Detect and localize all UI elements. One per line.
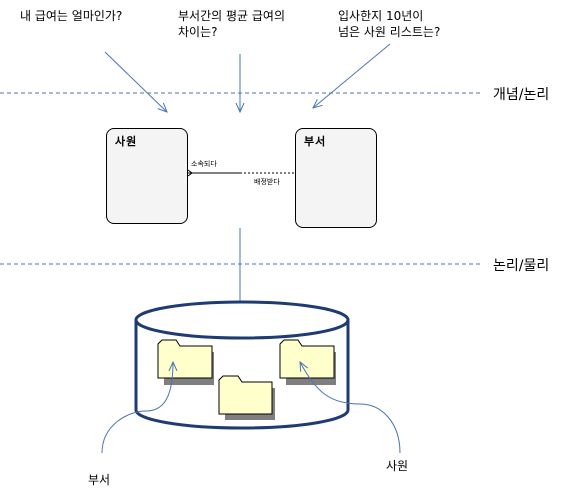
question-line: 넘은 사원 리스트는? — [338, 25, 441, 39]
relationship-crowfoot — [187, 169, 193, 177]
relationship-label-department-side: 배정받다 — [254, 178, 280, 186]
entity-department: 부서 — [295, 128, 377, 228]
question-line: 차이는? — [178, 25, 218, 39]
question-10-year-employees: 입사한지 10년이 넘은 사원 리스트는? — [338, 8, 440, 40]
physical-label-employee: 사원 — [386, 459, 409, 473]
folder-icon-employee — [279, 339, 336, 385]
department-pointer-arrow — [101, 362, 173, 454]
layer-label-logical-physical: 논리/물리 — [493, 258, 550, 274]
question-arrow-3 — [313, 43, 391, 108]
physical-label-department: 부서 — [88, 473, 111, 487]
question-line: 입사한지 10년이 — [338, 9, 424, 23]
entity-employee-title: 사원 — [115, 135, 138, 148]
question-dept-avg-salary: 부서간의 평균 급여의 차이는? — [178, 8, 285, 40]
relationship-label-employee-side: 소속되다 — [191, 160, 217, 168]
question-arrow-1 — [104, 51, 167, 112]
folder-icon-center — [218, 375, 275, 420]
entity-department-title: 부서 — [304, 135, 327, 148]
question-my-salary: 내 급여는 얼마인가? — [20, 8, 122, 24]
layer-label-conceptual-logical: 개념/논리 — [493, 87, 550, 103]
question-line: 부서간의 평균 급여의 — [178, 9, 285, 23]
question-line: 내 급여는 얼마인가? — [20, 9, 123, 23]
employee-pointer-arrow — [300, 362, 401, 454]
entity-employee: 사원 — [106, 128, 188, 224]
folder-icon-department — [157, 339, 214, 385]
